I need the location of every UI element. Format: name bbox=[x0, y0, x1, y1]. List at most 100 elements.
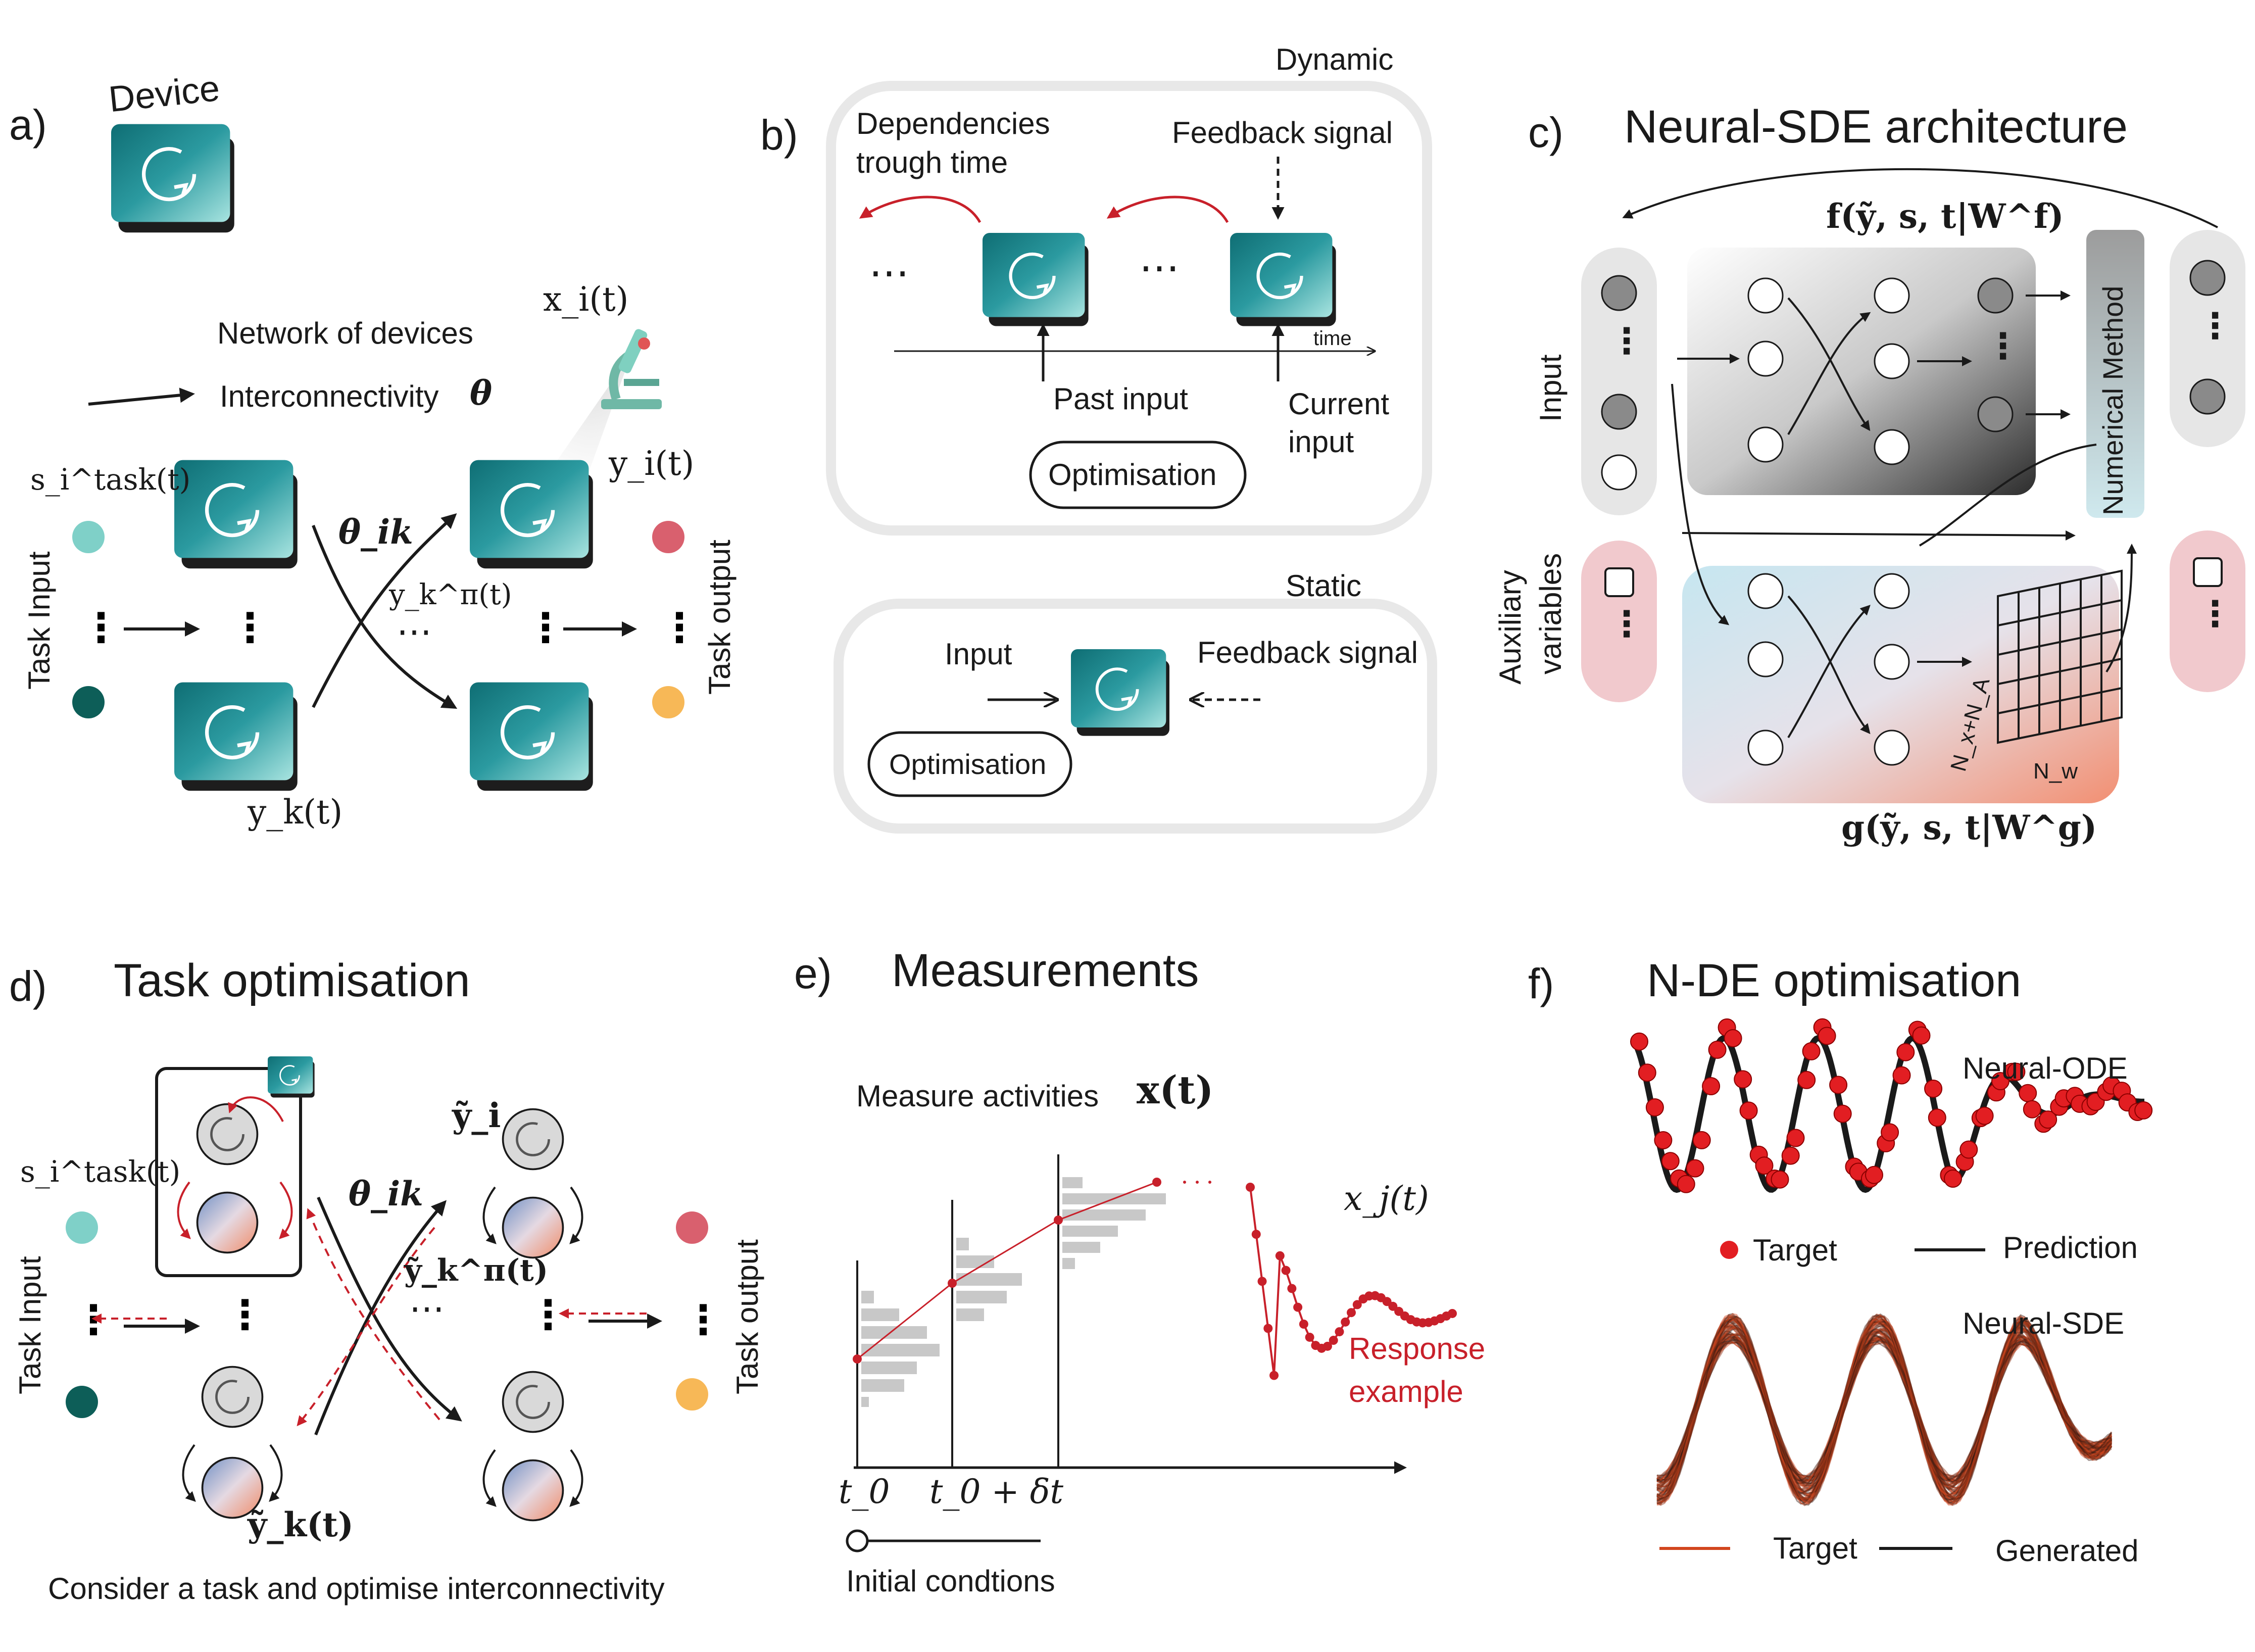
dynamic-box bbox=[826, 81, 1432, 536]
ode-target-point bbox=[1734, 1070, 1752, 1089]
aux-vertical-dots: ⋮ bbox=[1609, 604, 1644, 644]
ode-target-point bbox=[1708, 1040, 1727, 1059]
ode-target-point bbox=[2039, 1110, 2057, 1129]
y-tilde-pi-label: ỹ_k^π(t) bbox=[404, 1253, 549, 1288]
g-function-label: g(ỹ, s, t|W^g) bbox=[1841, 808, 2097, 847]
sde-trajectory bbox=[1656, 1338, 2112, 1482]
response-point bbox=[1341, 1317, 1350, 1327]
panel-b bbox=[826, 81, 1437, 834]
sde-trajectory bbox=[1656, 1334, 2113, 1484]
response-line2: example bbox=[1349, 1375, 1463, 1408]
d-coupling-up bbox=[314, 1200, 447, 1436]
sde-trajectory bbox=[1656, 1325, 2112, 1494]
dynamic-label: Dynamic bbox=[1276, 42, 1394, 76]
sde-trajectory bbox=[1656, 1321, 2113, 1497]
task-input-label: Task Input bbox=[22, 551, 56, 690]
ode-target-points bbox=[1630, 1018, 2153, 1193]
response-point bbox=[1269, 1371, 1279, 1380]
ode-target-point bbox=[1686, 1159, 1704, 1178]
e-histograms bbox=[861, 1177, 1166, 1407]
response-point bbox=[1251, 1230, 1261, 1239]
response-point bbox=[1305, 1332, 1314, 1342]
d-dots-input: ⋮ bbox=[73, 1297, 114, 1342]
dependencies-line1: Dependencies bbox=[856, 107, 1050, 140]
legend-target-marker bbox=[1720, 1241, 1738, 1259]
n-de-title: N-DE optimisation bbox=[1647, 955, 2022, 1006]
sde-trajectory bbox=[1656, 1313, 2112, 1505]
measurements-title: Measurements bbox=[892, 945, 1199, 996]
nw-label: N_w bbox=[2033, 759, 2078, 784]
sde-trajectory bbox=[1656, 1338, 2113, 1482]
sde-trajectory bbox=[1656, 1337, 2112, 1482]
sde-trajectory bbox=[1656, 1315, 2113, 1505]
ode-target-point bbox=[1654, 1131, 1673, 1149]
panel-a: ⋮ ⋮ ⋮ ⋮ bbox=[72, 124, 700, 791]
initial-condition-marker bbox=[846, 1529, 869, 1552]
sde-trajectory bbox=[1656, 1328, 2113, 1490]
ode-target-point bbox=[1739, 1101, 1758, 1120]
sde-trajectory bbox=[1656, 1334, 2113, 1486]
t0-dt-label: t_0 + δt bbox=[929, 1472, 1064, 1511]
input-vertical-dots: ⋮ bbox=[1609, 321, 1644, 361]
ode-target-point bbox=[1896, 1043, 1915, 1061]
auxiliary-line1: Auxiliary bbox=[1493, 570, 1527, 685]
neural-ode-label: Neural-ODE bbox=[1963, 1051, 2128, 1085]
panel-c-letter: c) bbox=[1528, 109, 1563, 156]
d-dots-left: ⋮ bbox=[225, 1292, 265, 1337]
response-point bbox=[1322, 1341, 1332, 1351]
zoom-node-bottom bbox=[196, 1191, 259, 1254]
e-mean-line bbox=[857, 1181, 1157, 1360]
node-zoom-box bbox=[155, 1067, 302, 1277]
legend-prediction: Prediction bbox=[2003, 1231, 2138, 1265]
node-i-bottom bbox=[502, 1196, 564, 1259]
sde-trajectory bbox=[1656, 1327, 2113, 1493]
numerical-method-label: Numerical Method bbox=[2097, 285, 2129, 515]
vertical-dots-right: ⋮ bbox=[525, 605, 566, 650]
b-dots-left: ⋯ bbox=[869, 250, 909, 295]
ode-target-point bbox=[1928, 1108, 1946, 1127]
sde-trajectories bbox=[1656, 1313, 2113, 1507]
x-j-label: x_j(t) bbox=[1344, 1179, 1429, 1218]
time-label: time bbox=[1313, 327, 1352, 350]
device-node-top-left bbox=[174, 460, 298, 569]
d-grad-coupling-2 bbox=[306, 1208, 440, 1421]
d-output-node-1 bbox=[676, 1211, 708, 1244]
sde-trajectory bbox=[1656, 1314, 2113, 1506]
sde-trajectory bbox=[1656, 1321, 2113, 1497]
ode-target-point bbox=[1755, 1156, 1774, 1175]
microscope-icon bbox=[601, 329, 662, 409]
sde-trajectory bbox=[1656, 1337, 2112, 1483]
static-box bbox=[834, 599, 1437, 834]
coupling-arrow-up bbox=[312, 513, 457, 708]
ode-target-point bbox=[1630, 1032, 1648, 1051]
sde-trajectory bbox=[1656, 1314, 2113, 1504]
y-i-label: y_i(t) bbox=[609, 444, 695, 483]
response-point bbox=[1257, 1277, 1267, 1286]
ode-target-point bbox=[1829, 1076, 1848, 1094]
sde-trajectory bbox=[1656, 1336, 2113, 1482]
sde-trajectory bbox=[1656, 1336, 2113, 1482]
d-dots-output: ⋮ bbox=[683, 1297, 723, 1342]
sde-trajectory bbox=[1656, 1334, 2112, 1486]
sde-trajectory bbox=[1656, 1320, 2113, 1500]
response-point bbox=[1388, 1301, 1398, 1311]
neural-sde-title: Neural-SDE architecture bbox=[1624, 101, 2128, 153]
initial-conditions-label: Initial condtions bbox=[846, 1564, 1055, 1598]
dependency-arrow-2 bbox=[1106, 196, 1229, 223]
input-neuron-3 bbox=[1601, 454, 1637, 491]
recurrent-arrow bbox=[1622, 168, 2218, 228]
response-point bbox=[1293, 1302, 1303, 1312]
d-dots-right: ⋮ bbox=[528, 1292, 568, 1337]
sde-trajectory bbox=[1656, 1329, 2113, 1490]
sde-trajectory bbox=[1656, 1333, 2112, 1485]
sde-trajectory bbox=[1656, 1324, 2113, 1496]
d-s-task-label: s_i^task(t) bbox=[20, 1154, 181, 1189]
d-input-node-1 bbox=[66, 1211, 98, 1244]
d-output-node-2 bbox=[676, 1378, 708, 1411]
y-pi-label: y_k^π(t) bbox=[389, 578, 512, 611]
ode-target-point bbox=[1959, 1140, 1978, 1159]
legend-target-sde: Target bbox=[1773, 1531, 1857, 1565]
sde-trajectory bbox=[1656, 1315, 2113, 1505]
ode-target-point bbox=[1638, 1063, 1656, 1082]
d-task-input-label: Task Input bbox=[13, 1256, 47, 1395]
